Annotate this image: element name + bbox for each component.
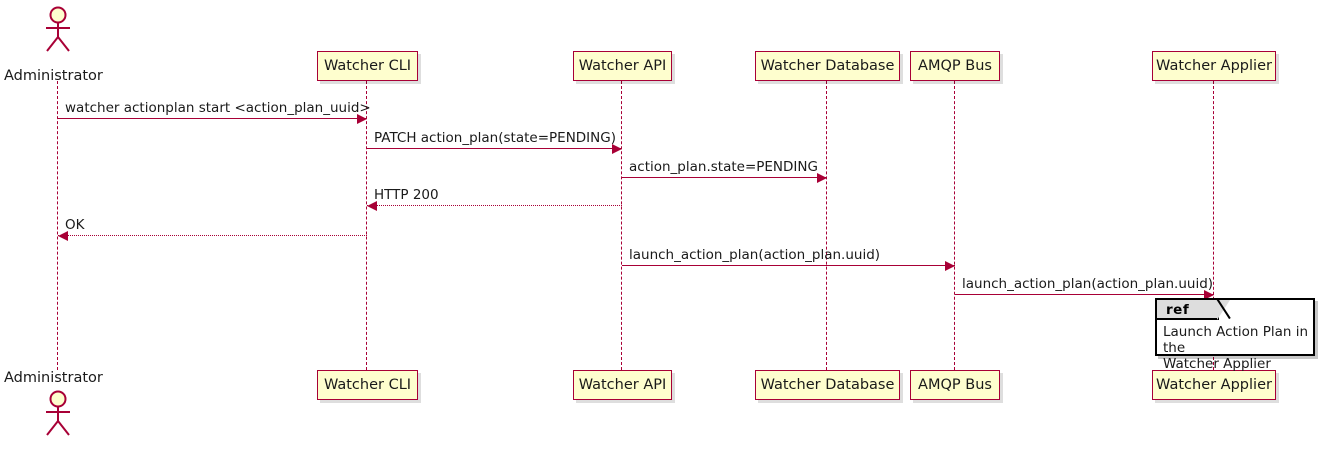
- message-label-4: HTTP 200: [374, 187, 439, 203]
- message-label-1: watcher actionplan start <action_plan_uu…: [65, 100, 371, 116]
- participant-label-amqp: AMQP Bus: [918, 377, 992, 393]
- lifeline-applier: [1213, 81, 1215, 370]
- message-line-3: [622, 177, 827, 178]
- lifeline-administrator: [57, 81, 59, 370]
- participant-box-api-bottom: Watcher API: [573, 370, 672, 400]
- message-line-5: [58, 235, 367, 236]
- lifeline-cli: [366, 81, 368, 370]
- participant-box-amqp-top: AMQP Bus: [910, 51, 1000, 81]
- message-label-3: action_plan.state=PENDING: [629, 159, 818, 175]
- message-line-2: [367, 148, 622, 149]
- participant-box-db-top: Watcher Database: [755, 51, 900, 81]
- participant-box-amqp-bottom: AMQP Bus: [910, 370, 1000, 400]
- participant-box-cli-top: Watcher CLI: [317, 51, 418, 81]
- message-arrowhead-7: [1204, 289, 1214, 300]
- lifeline-api: [621, 81, 623, 370]
- participant-box-api-top: Watcher API: [573, 51, 672, 81]
- lifeline-db: [826, 81, 828, 370]
- participant-box-db-bottom: Watcher Database: [755, 370, 900, 400]
- lifeline-amqp: [954, 81, 956, 370]
- participant-label-db: Watcher Database: [760, 377, 895, 393]
- actor-figure-bottom: [46, 390, 70, 436]
- participant-label-api: Watcher API: [578, 58, 667, 74]
- message-label-2: PATCH action_plan(state=PENDING): [374, 130, 616, 146]
- message-arrowhead-5: [58, 230, 68, 241]
- participant-label-api: Watcher API: [578, 377, 667, 393]
- message-line-6: [622, 265, 955, 266]
- ref-fragment-fold-icon: [1217, 300, 1230, 320]
- participant-label-cli: Watcher CLI: [323, 58, 412, 74]
- ref-fragment-text: Launch Action Plan in the Watcher Applie…: [1163, 324, 1309, 372]
- message-line-4: [367, 205, 622, 206]
- actor-figure-top: [46, 6, 70, 52]
- message-arrowhead-1: [357, 113, 367, 124]
- message-label-6: launch_action_plan(action_plan.uuid): [629, 247, 881, 263]
- message-line-7: [955, 294, 1214, 295]
- message-label-5: OK: [65, 217, 85, 233]
- message-arrowhead-2: [612, 143, 622, 154]
- participant-label-applier: Watcher Applier: [1156, 377, 1272, 393]
- participant-box-applier-bottom: Watcher Applier: [1152, 370, 1276, 400]
- participant-label-applier: Watcher Applier: [1156, 58, 1272, 74]
- participant-box-applier-top: Watcher Applier: [1152, 51, 1276, 81]
- ref-fragment-tag: ref: [1166, 302, 1190, 318]
- message-line-1: [58, 118, 367, 119]
- message-arrowhead-6: [945, 260, 955, 271]
- actor-label-bottom: Administrator: [4, 370, 103, 386]
- message-arrowhead-4: [367, 200, 377, 211]
- participant-box-cli-bottom: Watcher CLI: [317, 370, 418, 400]
- message-arrowhead-3: [817, 172, 827, 183]
- actor-label-top: Administrator: [4, 68, 103, 84]
- participant-label-db: Watcher Database: [760, 58, 895, 74]
- message-label-7: launch_action_plan(action_plan.uuid): [962, 276, 1214, 292]
- participant-label-amqp: AMQP Bus: [918, 58, 992, 74]
- participant-label-cli: Watcher CLI: [323, 377, 412, 393]
